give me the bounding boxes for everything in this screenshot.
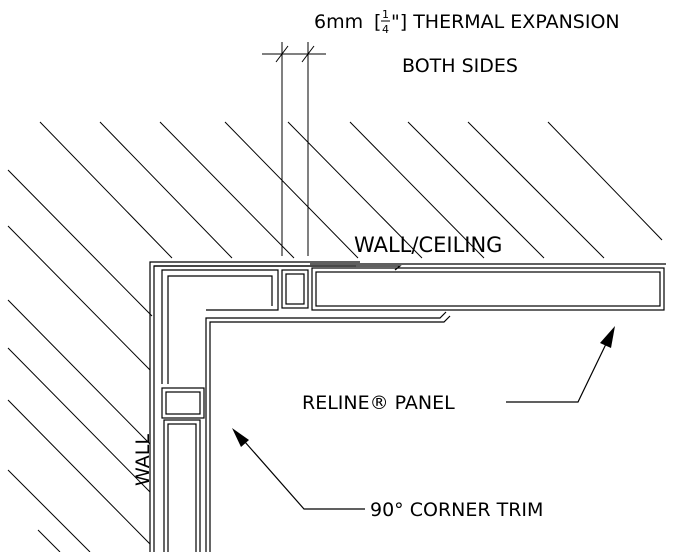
expansion-line1-text: "] THERMAL EXPANSION [391, 11, 620, 33]
expansion-dim-label: 6mm [314, 11, 363, 33]
fraction-numerator: 1 [382, 8, 389, 21]
substrate-hatching [7, 121, 663, 552]
trim-leader [232, 428, 365, 510]
corner-trim-label: 90° CORNER TRIM [370, 499, 543, 521]
expansion-bracket-open: [ [374, 11, 381, 33]
ceiling-panel [310, 263, 666, 311]
expansion-dimension [262, 42, 326, 256]
panel-leader [506, 326, 615, 403]
expansion-line2-text: BOTH SIDES [402, 55, 518, 77]
fraction-denominator: 4 [382, 23, 389, 36]
corner-trim [149, 261, 451, 552]
wall-ceiling-label: WALL/CEILING [354, 233, 502, 257]
reline-panel-label: RELINE® PANEL [302, 392, 455, 414]
wall-panel [163, 419, 201, 552]
wall-label: WALL [132, 434, 154, 486]
